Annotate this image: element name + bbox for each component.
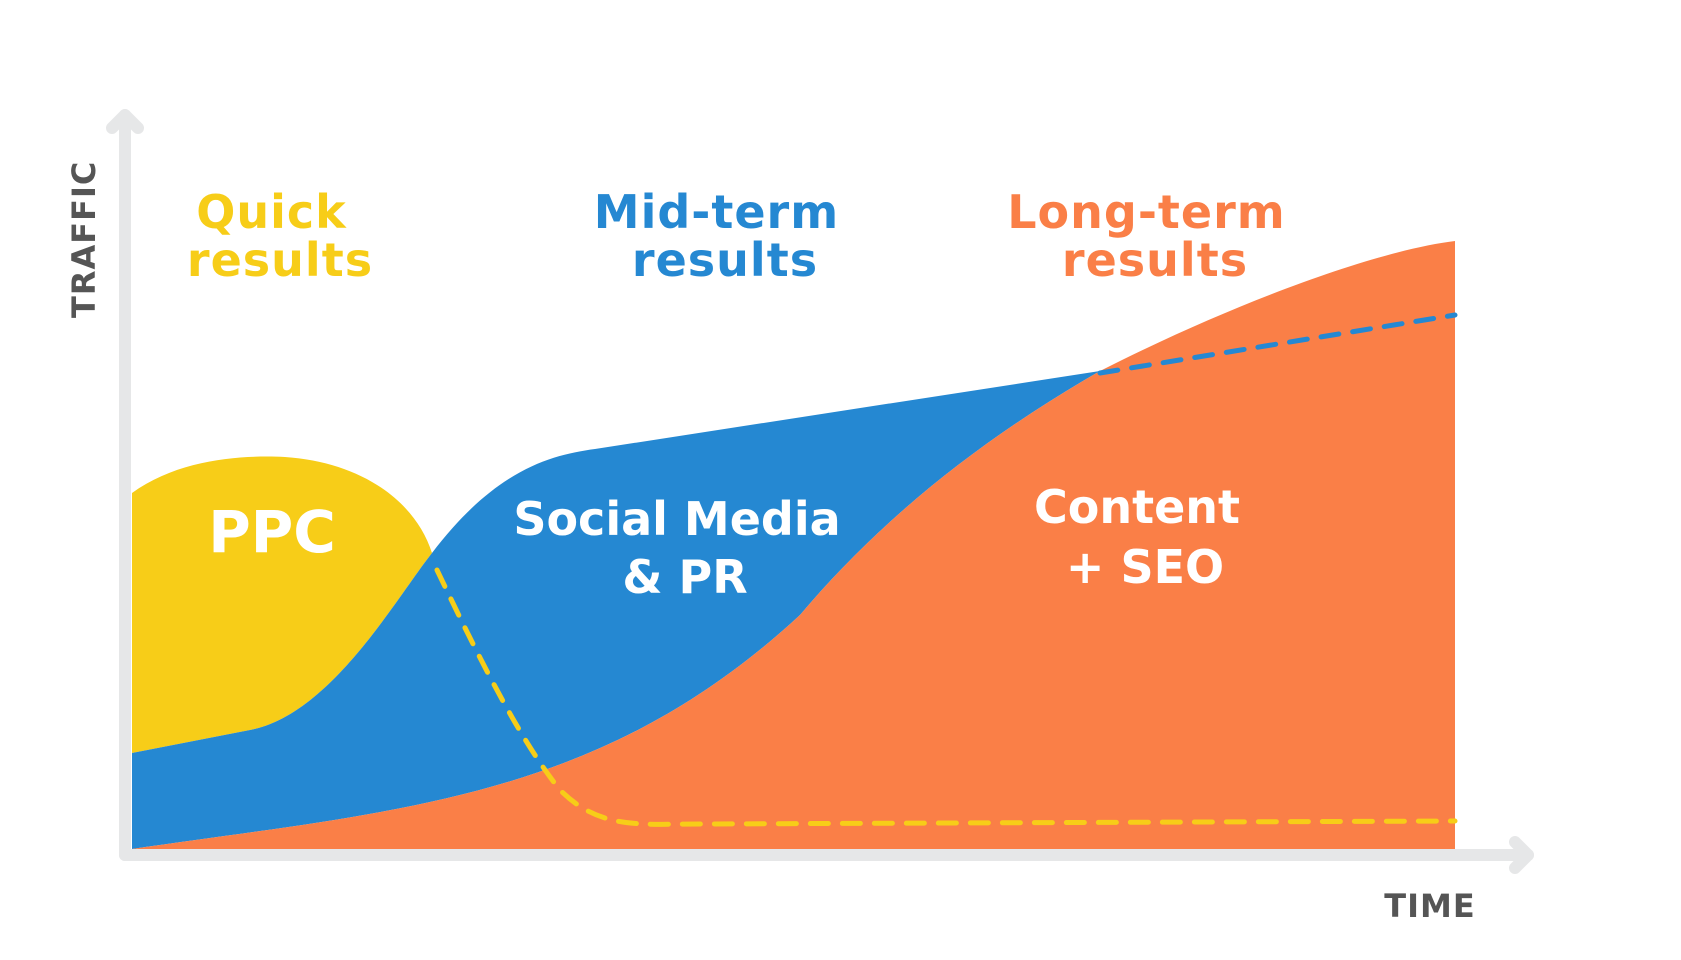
- heading-quick-line-1: Quick: [196, 185, 347, 239]
- series-label-content-seo: Content + SEO: [1034, 480, 1256, 594]
- x-axis-arrowhead: [1509, 836, 1534, 874]
- heading-mid-term-line-2: results: [632, 233, 818, 287]
- heading-quick-results: Quick results: [187, 185, 373, 287]
- ppc-projection-line: [434, 567, 1458, 827]
- series-label-social-media-line-1: Social Media: [513, 492, 840, 546]
- series-area-content-seo: [132, 241, 1455, 849]
- series-area-ppc: [132, 456, 432, 753]
- series-area-social-media-pr: [132, 371, 1100, 849]
- headings: Quick results Mid-term results Long-term…: [187, 185, 1303, 287]
- y-axis-arrowhead: [106, 109, 144, 134]
- series-label-social-media-pr: Social Media & PR: [513, 492, 856, 604]
- series-label-content-line-2: + SEO: [1066, 540, 1224, 594]
- heading-long-term-line-1: Long-term: [1007, 185, 1286, 239]
- series-label-social-media-line-2: & PR: [622, 550, 747, 604]
- series-label-ppc-line-1: PPC: [208, 498, 336, 566]
- axes: [106, 109, 1534, 874]
- series-label-ppc: PPC: [208, 498, 336, 566]
- heading-quick-line-2: results: [187, 233, 373, 287]
- y-axis-label: TRAFFIC: [65, 161, 103, 318]
- series-label-content-line-1: Content: [1034, 480, 1240, 534]
- heading-long-term-results: Long-term results: [1007, 185, 1303, 287]
- heading-long-term-line-2: results: [1062, 233, 1248, 287]
- region-labels: PPC Social Media & PR Content + SEO: [208, 480, 1256, 604]
- heading-mid-term-results: Mid-term results: [594, 185, 856, 287]
- series-areas: [132, 241, 1455, 849]
- heading-mid-term-line-1: Mid-term: [594, 185, 839, 239]
- x-axis-label: TIME: [1384, 887, 1475, 925]
- social-media-pr-projection-line: [1097, 312, 1458, 376]
- projection-lines: [434, 312, 1458, 827]
